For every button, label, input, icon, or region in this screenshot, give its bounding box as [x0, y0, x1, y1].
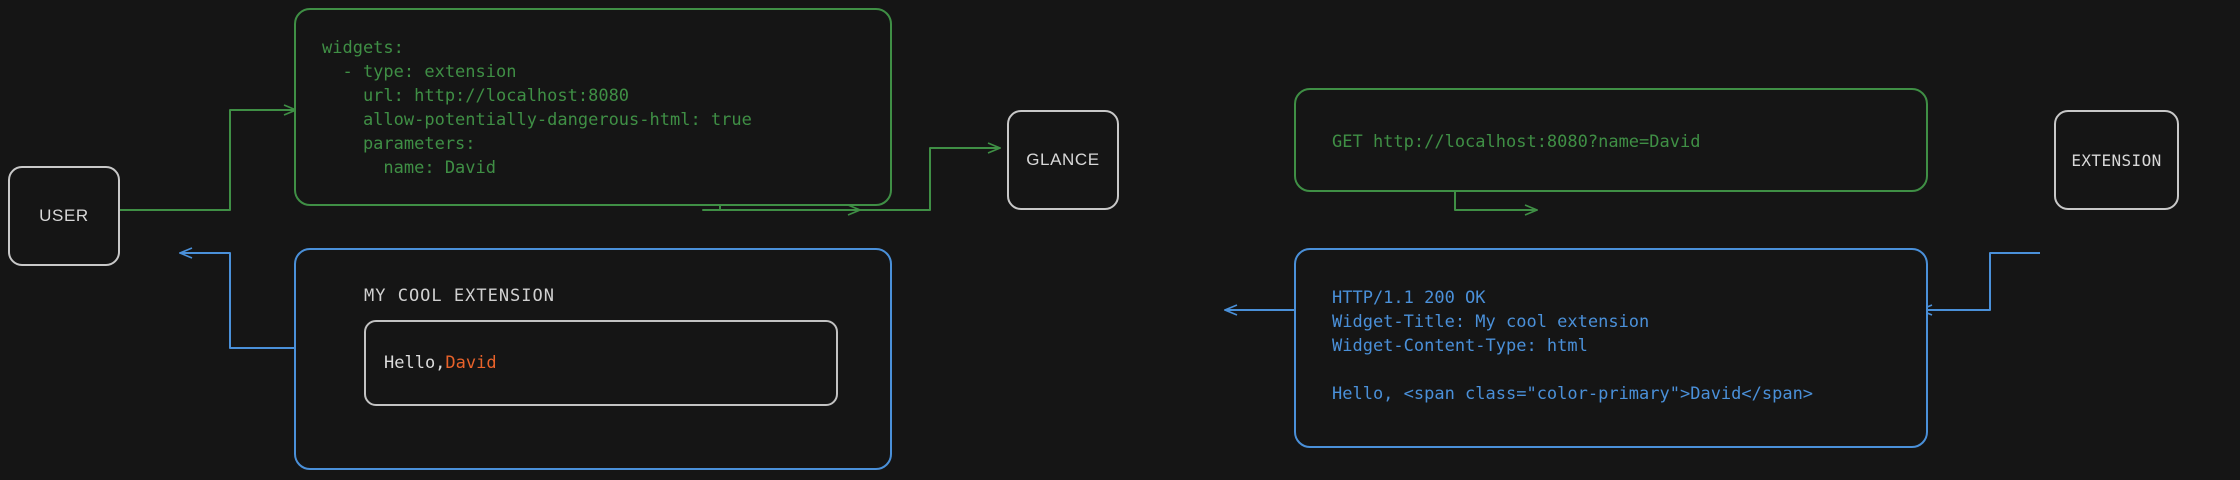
- connector-widget-to-user: [180, 253, 296, 349]
- card-yaml-config: widgets: - type: extension url: http://l…: [294, 8, 892, 206]
- node-user-label: USER: [39, 206, 89, 225]
- http-response-code: HTTP/1.1 200 OK Widget-Title: My cool ex…: [1332, 288, 1814, 404]
- widget-greeting-name: David: [445, 353, 497, 373]
- connector-extension-to-response: [1920, 252, 2040, 310]
- http-request-code: GET http://localhost:8080?name=David: [1332, 132, 1701, 152]
- connector-user-to-yaml: [120, 110, 296, 211]
- card-http-response: HTTP/1.1 200 OK Widget-Title: My cool ex…: [1294, 248, 1928, 448]
- card-http-request: GET http://localhost:8080?name=David: [1294, 88, 1928, 192]
- node-glance-label: GLANCE: [1026, 150, 1100, 169]
- card-rendered-widget: MY COOL EXTENSION Hello, David: [294, 248, 892, 470]
- widget-body: Hello, David: [364, 320, 838, 406]
- node-extension[interactable]: EXTENSION: [2054, 110, 2179, 210]
- yaml-config-code: widgets: - type: extension url: http://l…: [322, 38, 752, 178]
- widget-title: MY COOL EXTENSION: [364, 286, 555, 306]
- node-extension-label: EXTENSION: [2071, 150, 2162, 170]
- widget-greeting-prefix: Hello,: [384, 353, 446, 373]
- node-user[interactable]: USER: [8, 166, 120, 266]
- node-glance[interactable]: GLANCE: [1007, 110, 1119, 210]
